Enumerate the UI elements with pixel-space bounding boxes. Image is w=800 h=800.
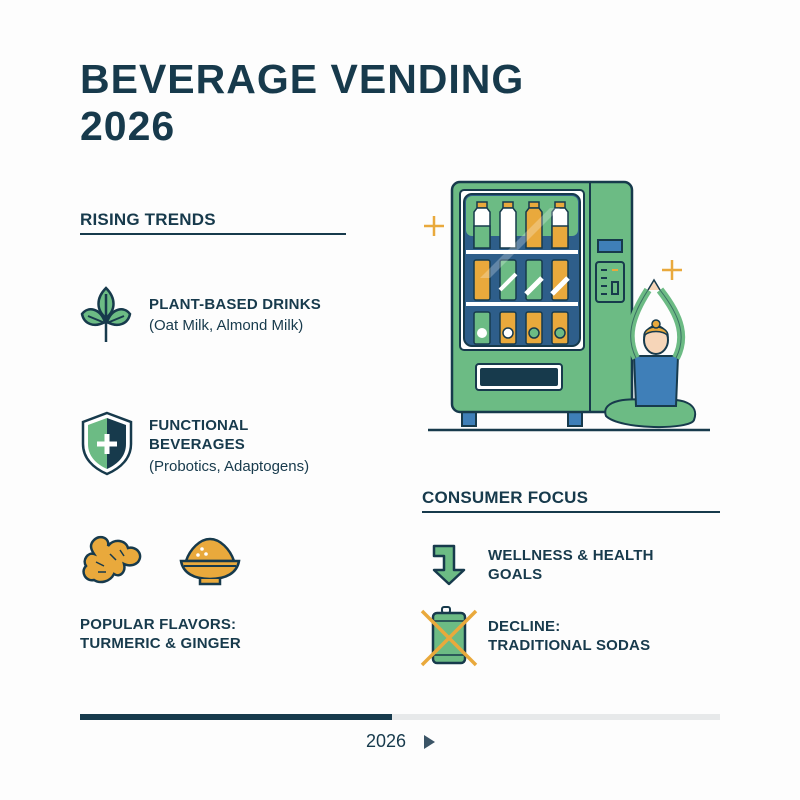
play-icon[interactable]: [424, 735, 435, 749]
title-line-2: 2026: [80, 103, 176, 149]
timeline-year-label: 2026: [366, 731, 407, 751]
plant-based-title: PLANT-BASED DRINKS: [149, 296, 321, 313]
decline-title: DECLINE: TRADITIONAL SODAS: [488, 618, 651, 654]
consumer-focus-divider: [422, 511, 720, 513]
ginger-root-icon: [82, 535, 142, 584]
sparkle-icon: [424, 216, 444, 236]
crossed-out-can-icon: [420, 606, 478, 667]
timeline-progress-bar[interactable]: [80, 714, 720, 720]
plant-based-subtitle: (Oat Milk, Almond Milk): [149, 317, 304, 334]
consumer-focus-heading: CONSUMER FOCUS: [422, 488, 589, 507]
functional-title: FUNCTIONAL BEVERAGES: [149, 417, 249, 453]
shield-plus-icon: [81, 411, 133, 476]
timeline-progress-fill: [80, 714, 392, 720]
flavors-title: POPULAR FLAVORS: TURMERIC & GINGER: [80, 616, 241, 652]
rising-trends-heading: RISING TRENDS: [80, 210, 216, 229]
page-title: BEVERAGE VENDING 2026: [80, 56, 524, 150]
turmeric-bowl-icon: [179, 537, 241, 586]
vending-machine-yoga-illustration: [424, 180, 710, 432]
functional-subtitle: (Probotics, Adaptogens): [149, 458, 310, 475]
down-arrow-icon: [432, 544, 466, 586]
rising-trends-divider: [80, 233, 346, 235]
title-line-1: BEVERAGE VENDING: [80, 56, 525, 102]
wellness-title: WELLNESS & HEALTH GOALS: [488, 547, 654, 583]
leaf-sprout-icon: [80, 286, 132, 342]
sparkle-icon: [662, 260, 682, 280]
